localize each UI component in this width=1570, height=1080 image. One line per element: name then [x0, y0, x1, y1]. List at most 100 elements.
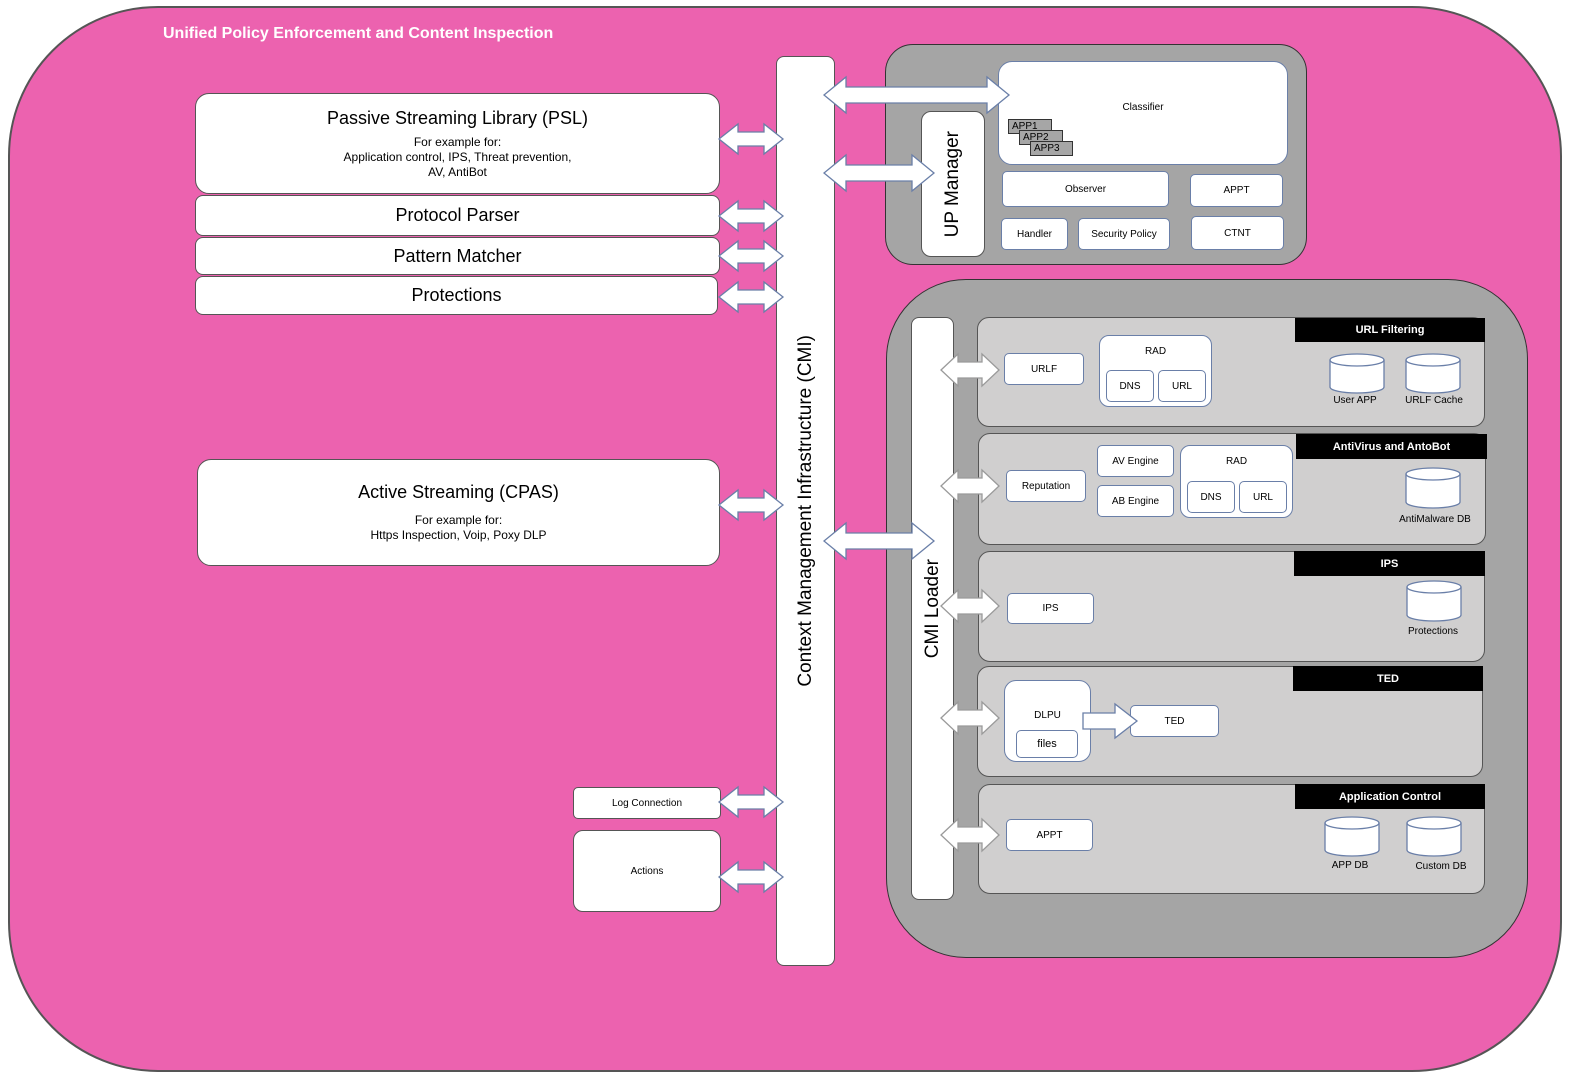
ctnt-box: CTNT	[1191, 216, 1284, 250]
custom-db-icon	[1406, 816, 1462, 857]
log-connection-box: Log Connection	[573, 787, 721, 819]
rad-url-label: RAD	[1144, 346, 1167, 357]
observer-box: Observer	[1002, 171, 1169, 207]
url-av-label: URL	[1252, 491, 1273, 503]
ctnt-label: CTNT	[1224, 227, 1251, 239]
ips-header-label: IPS	[1380, 557, 1399, 570]
loader-urlf-arrow	[940, 352, 1000, 388]
cmi-classifier-arrow	[822, 75, 1011, 115]
appt-ac-label: APPT	[1036, 829, 1063, 841]
app-db-label: APP DB	[1331, 860, 1369, 871]
ted-header: TED	[1293, 666, 1483, 691]
ted-label: TED	[1164, 715, 1185, 727]
url-filtering-header: URL Filtering	[1295, 318, 1485, 342]
psl-line3: AV, AntiBot	[428, 164, 487, 179]
url-filtering-header-label: URL Filtering	[1355, 324, 1425, 336]
actions-cmi-arrow	[717, 860, 785, 894]
dlpu-ted-arrow	[1082, 702, 1139, 740]
reputation-box: Reputation	[1006, 470, 1086, 502]
app3-tag: APP3	[1030, 141, 1073, 156]
user-app-db-icon	[1329, 353, 1385, 394]
protections-box: Protections	[195, 276, 718, 315]
dns-av-box: DNS	[1187, 481, 1235, 513]
matcher-cmi-arrow	[717, 239, 785, 273]
protections-cmi-arrow	[717, 280, 785, 314]
cpas-line1: For example for:	[414, 513, 503, 527]
actions-box: Actions	[573, 830, 721, 912]
dns-url-box: DNS	[1106, 370, 1154, 402]
pattern-matcher-label: Pattern Matcher	[393, 245, 522, 266]
log-connection-label: Log Connection	[611, 797, 683, 809]
log-cmi-arrow	[717, 785, 785, 819]
classifier-label: Classifier	[1122, 102, 1164, 113]
protocol-parser-label: Protocol Parser	[395, 205, 520, 225]
av-engine-label: AV Engine	[1112, 455, 1159, 467]
urlf-label: URLF	[1030, 363, 1058, 375]
psl-line2: Application control, IPS, Threat prevent…	[343, 149, 572, 164]
files-label: files	[1037, 738, 1057, 750]
observer-label: Observer	[1064, 183, 1107, 195]
url-av-box: URL	[1239, 481, 1287, 513]
protections-db-icon	[1406, 580, 1462, 622]
dns-url-label: DNS	[1119, 380, 1141, 392]
psl-title: Passive Streaming Library (PSL)	[326, 107, 589, 128]
urlf-box: URLF	[1004, 353, 1084, 385]
custom-db-label: Custom DB	[1415, 861, 1467, 872]
files-box: files	[1016, 730, 1078, 758]
dns-av-label: DNS	[1200, 491, 1222, 503]
loader-ted-arrow	[940, 700, 1000, 736]
antivirus-header-label: AntiVirus and AntoBot	[1332, 440, 1451, 453]
ab-engine-box: AB Engine	[1097, 485, 1174, 517]
cpas-line2: Https Inspection, Voip, Poxy DLP	[370, 528, 547, 542]
loader-av-arrow	[940, 468, 1000, 504]
cpas-title: Active Streaming (CPAS)	[358, 482, 559, 502]
protections-db-label: Protections	[1407, 626, 1459, 637]
protections-label: Protections	[411, 285, 502, 305]
handler-label: Handler	[1016, 228, 1053, 240]
cmi-loader-arrow	[822, 521, 936, 561]
appt-um-box: APPT	[1190, 174, 1283, 207]
loader-ips-arrow	[940, 588, 1000, 624]
handler-box: Handler	[1001, 218, 1068, 250]
ab-engine-label: AB Engine	[1111, 495, 1160, 507]
ted-header-label: TED	[1377, 672, 1399, 685]
up-manager-box: UP Manager	[921, 111, 985, 257]
url-url-box: URL	[1158, 370, 1206, 402]
av-engine-box: AV Engine	[1097, 445, 1174, 477]
diagram-title: Unified Policy Enforcement and Content I…	[163, 25, 554, 42]
psl-line1: For example for:	[413, 134, 502, 149]
rad-av-label: RAD	[1225, 456, 1248, 467]
psl-cmi-arrow	[717, 122, 785, 156]
antimalware-db-label: AntiMalware DB	[1399, 514, 1471, 525]
classifier-box: Classifier	[998, 61, 1288, 165]
antimalware-db-icon	[1405, 467, 1461, 509]
url-url-label: URL	[1171, 380, 1192, 392]
user-app-db-label: User APP	[1333, 395, 1377, 406]
appt-um-label: APPT	[1223, 185, 1250, 196]
ips-box: IPS	[1007, 593, 1094, 624]
app-db-icon	[1324, 816, 1380, 857]
actions-label: Actions	[630, 865, 664, 877]
security-policy-box: Security Policy	[1078, 218, 1170, 250]
ips-label: IPS	[1042, 603, 1059, 614]
cpas-box: Active Streaming (CPAS) For example for:…	[197, 459, 720, 566]
protocol-parser-box: Protocol Parser	[195, 195, 720, 236]
security-policy-label: Security Policy	[1091, 228, 1157, 240]
urlf-cache-db-label: URLF Cache	[1405, 395, 1463, 406]
dlpu-label: DLPU	[1034, 710, 1061, 721]
loader-appctrl-arrow	[940, 817, 1000, 853]
app-control-header: Application Control	[1295, 784, 1485, 809]
antivirus-header: AntiVirus and AntoBot	[1296, 434, 1487, 459]
appt-ac-box: APPT	[1006, 819, 1093, 851]
reputation-label: Reputation	[1021, 480, 1071, 492]
cpas-cmi-arrow	[717, 488, 785, 522]
pattern-matcher-box: Pattern Matcher	[195, 237, 720, 275]
app-control-header-label: Application Control	[1338, 790, 1442, 803]
cmi-upmanager-arrow	[822, 153, 936, 193]
psl-box: Passive Streaming Library (PSL) For exam…	[195, 93, 720, 194]
ips-header: IPS	[1294, 551, 1485, 576]
parser-cmi-arrow	[717, 199, 785, 233]
cmi-bar: Context Management Infrastructure (CMI)	[776, 56, 835, 966]
urlf-cache-db-icon	[1405, 353, 1461, 394]
